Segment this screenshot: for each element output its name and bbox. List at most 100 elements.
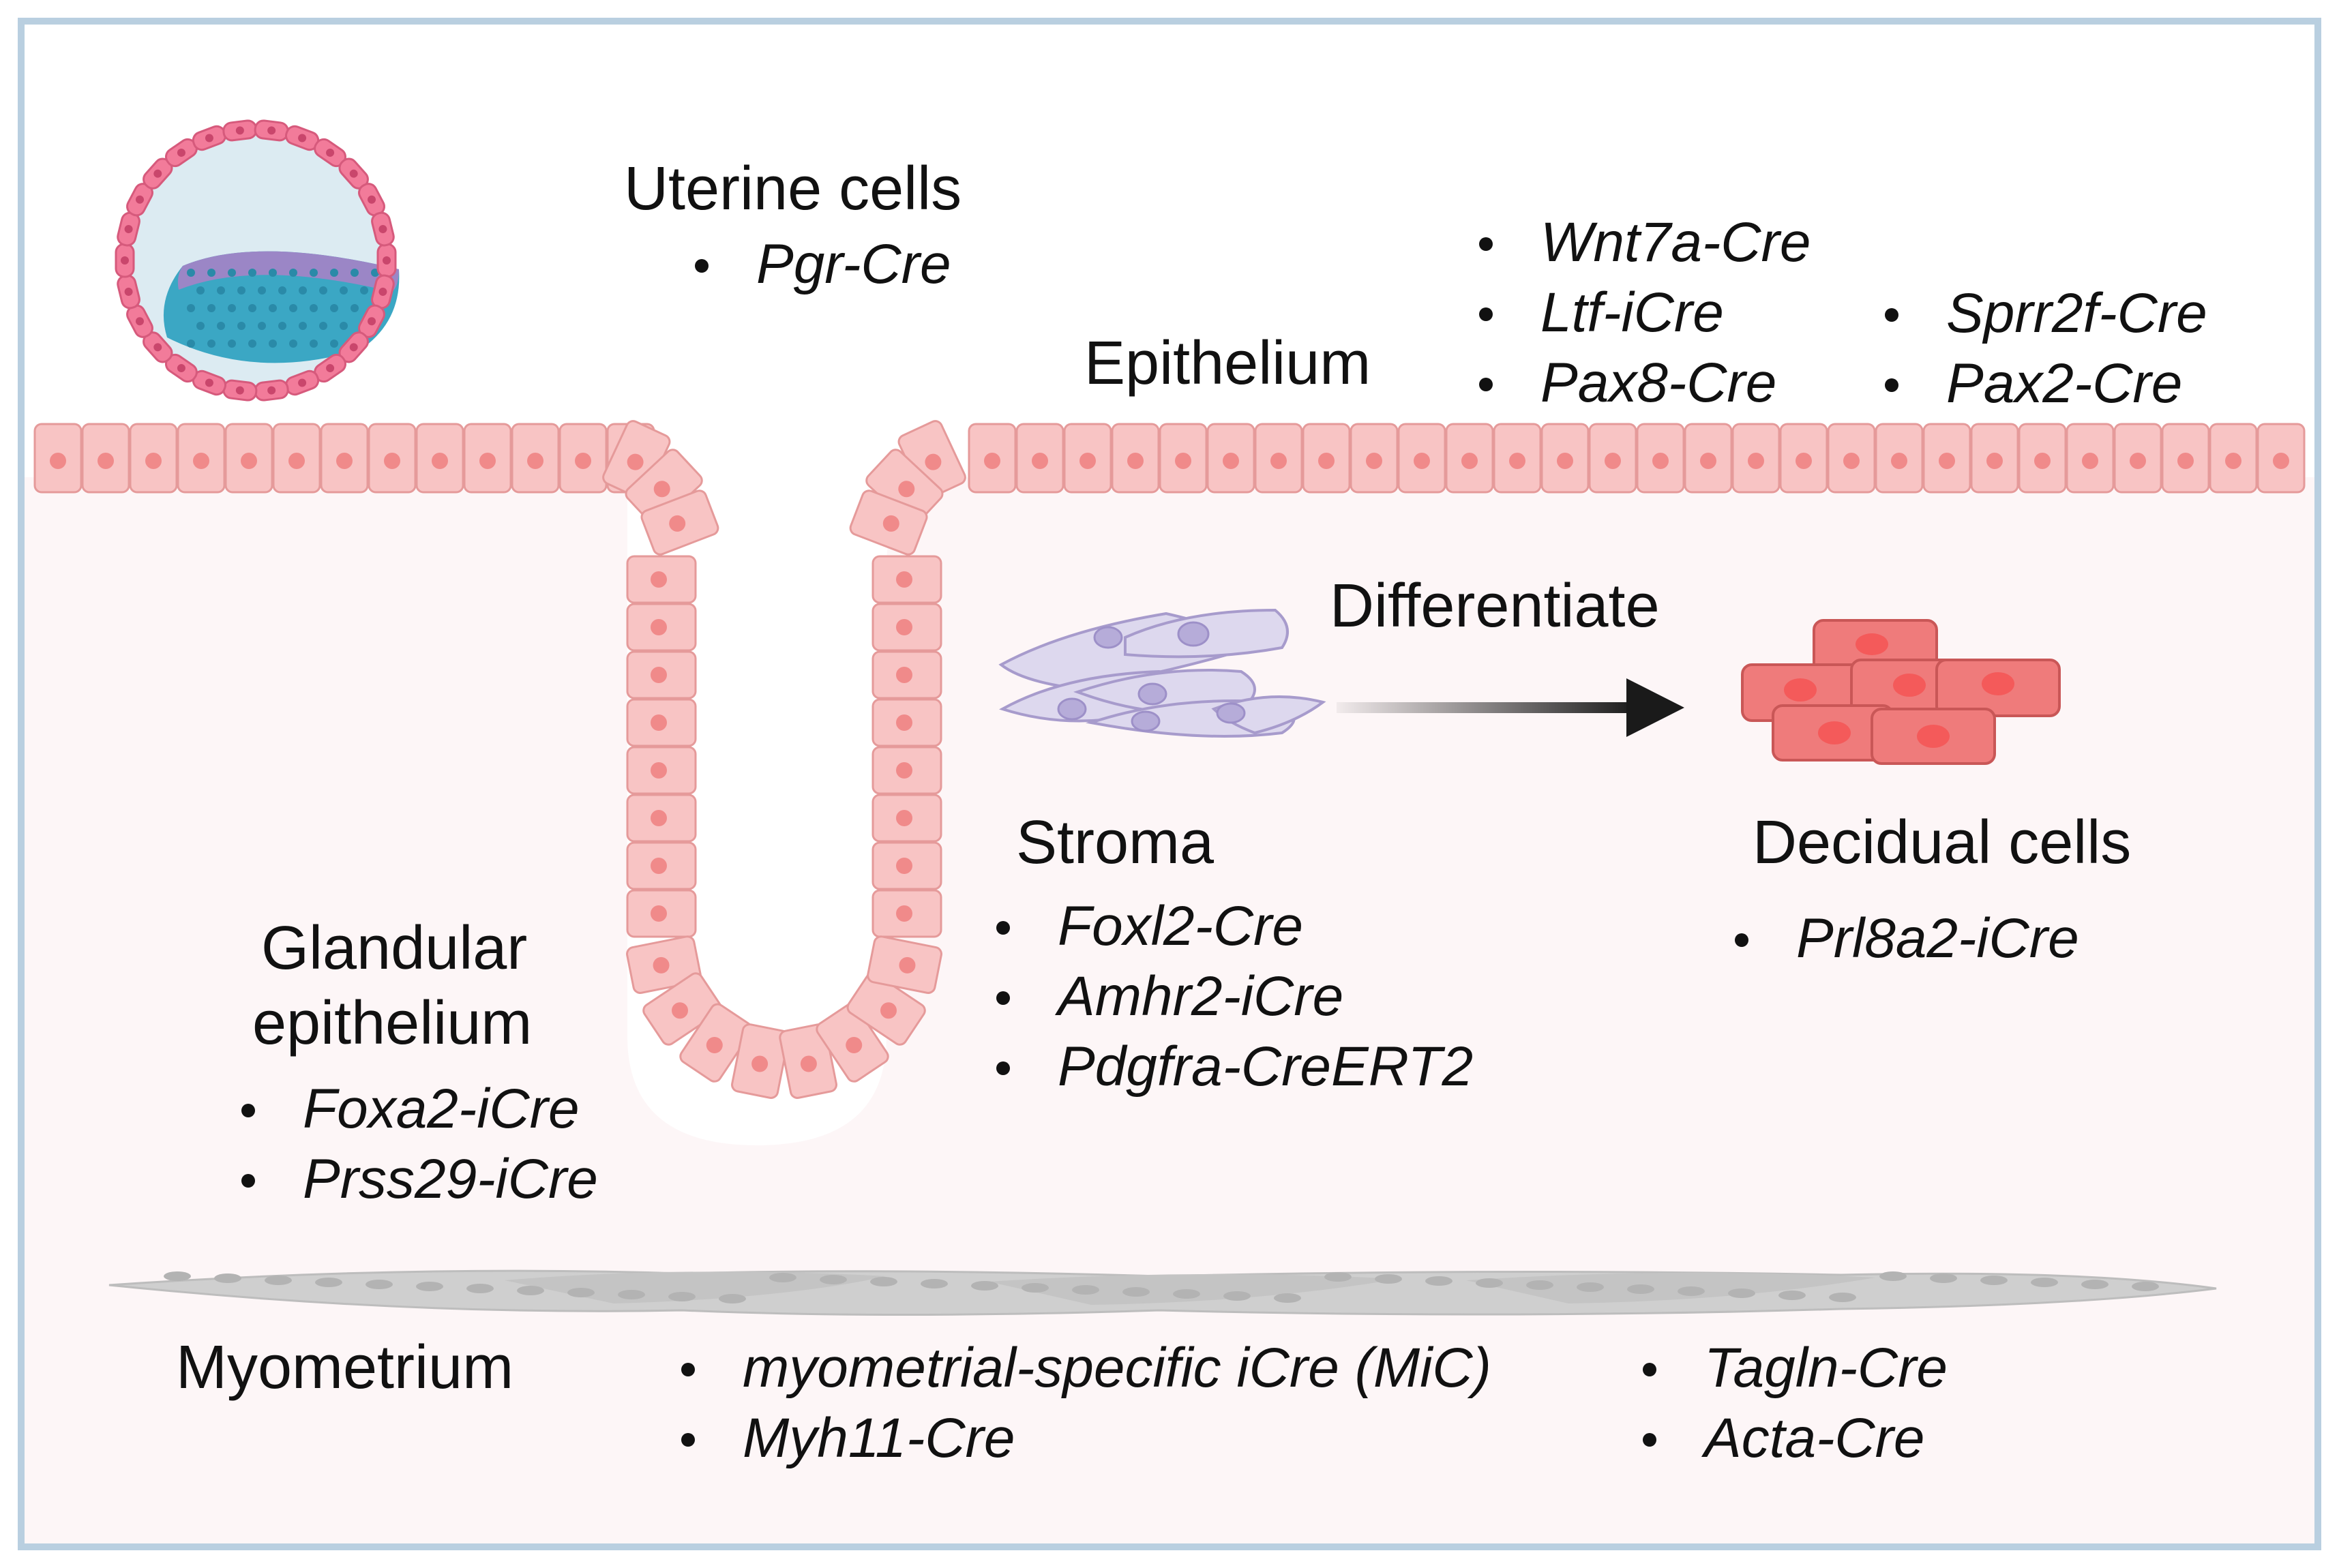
epithelial-cell bbox=[1111, 423, 1160, 494]
epithelial-cell bbox=[871, 555, 942, 604]
epithelial-cell bbox=[626, 650, 697, 699]
differentiate-label: Differentiate bbox=[1330, 572, 1660, 640]
epithelial-cell bbox=[867, 935, 942, 994]
glandular-heading-line1: Glandular bbox=[261, 914, 528, 982]
epithelial-cell bbox=[626, 746, 697, 795]
epithelial-cell bbox=[1493, 423, 1542, 494]
stroma-marker-list: Foxl2-Cre Amhr2-iCre Pdgfra-CreERT2 bbox=[987, 891, 1473, 1102]
marker-item: Pgr-Cre bbox=[685, 229, 951, 299]
epithelial-cell bbox=[1254, 423, 1303, 494]
marker-item: Foxl2-Cre bbox=[987, 891, 1473, 961]
decidual-cells-heading: Decidual cells bbox=[1753, 809, 2132, 877]
myometrium-marker-list: myometrial-specific iCre (MiC) Myh11-Cre bbox=[672, 1333, 1491, 1473]
epithelial-cell bbox=[871, 603, 942, 652]
epithelial-cell bbox=[2209, 423, 2258, 494]
epithelial-cell bbox=[1015, 423, 1064, 494]
epithelial-cell bbox=[968, 423, 1017, 494]
epithelial-cell bbox=[642, 972, 722, 1046]
epithelial-cell bbox=[640, 489, 719, 556]
marker-item: Sprr2f-Cre bbox=[1875, 278, 2207, 348]
epithelial-cell bbox=[1779, 423, 1828, 494]
epithelial-cell bbox=[320, 423, 369, 494]
epithelial-cell bbox=[846, 972, 926, 1046]
marker-item: Prss29-iCre bbox=[232, 1144, 598, 1214]
epithelial-cell bbox=[1063, 423, 1112, 494]
epithelial-cell bbox=[1875, 423, 1924, 494]
stromal-cells-illustration bbox=[998, 608, 1326, 738]
epithelial-cell bbox=[1922, 423, 1971, 494]
glandular-marker-list: Foxa2-iCre Prss29-iCre bbox=[232, 1074, 598, 1214]
epithelial-cell bbox=[558, 423, 608, 494]
uterine-marker-list: Pgr-Cre bbox=[685, 229, 951, 299]
epithelial-cell bbox=[1731, 423, 1781, 494]
epithelial-cell bbox=[626, 794, 697, 843]
epithelial-cell bbox=[871, 650, 942, 699]
epithelial-cell bbox=[849, 489, 928, 556]
epithelial-cell bbox=[1350, 423, 1399, 494]
epithelial-cell bbox=[2066, 423, 2115, 494]
marker-item: Prl8a2-iCre bbox=[1725, 903, 2079, 974]
marker-item: Foxa2-iCre bbox=[232, 1074, 598, 1144]
marker-item: Wnt7a-Cre bbox=[1470, 207, 1811, 277]
epithelium-heading: Epithelium bbox=[1084, 329, 1371, 397]
epithelium-marker-list: Wnt7a-Cre Ltf-iCre Pax8-Cre bbox=[1470, 207, 1811, 418]
epithelial-cell bbox=[81, 423, 130, 494]
epithelial-cell bbox=[224, 423, 273, 494]
epithelial-cell bbox=[626, 889, 697, 938]
epithelial-cell bbox=[177, 423, 226, 494]
epithelial-cell bbox=[626, 698, 697, 747]
epithelial-cell bbox=[679, 1003, 753, 1083]
epithelial-cell bbox=[1159, 423, 1208, 494]
epithelial-cell bbox=[626, 935, 702, 994]
epithelial-cell bbox=[779, 1023, 837, 1099]
marker-item: Acta-Cre bbox=[1633, 1403, 1948, 1473]
epithelial-cell bbox=[1206, 423, 1255, 494]
myometrium-band bbox=[108, 1269, 2217, 1316]
epithelial-cell bbox=[2256, 423, 2306, 494]
epithelial-cell bbox=[816, 1003, 889, 1083]
epithelial-cell bbox=[626, 603, 697, 652]
myometrium-marker-list-2: Tagln-Cre Acta-Cre bbox=[1633, 1333, 1948, 1473]
epithelial-cell bbox=[626, 555, 697, 604]
epithelial-cell bbox=[871, 698, 942, 747]
epithelium-marker-list-2: Sprr2f-Cre Pax2-Cre bbox=[1875, 278, 2207, 419]
differentiate-arrow bbox=[1337, 678, 1684, 737]
marker-item: Pax8-Cre bbox=[1470, 348, 1811, 418]
marker-item: Pax2-Cre bbox=[1875, 348, 2207, 419]
epithelial-cell bbox=[871, 746, 942, 795]
marker-item: Pdgfra-CreERT2 bbox=[987, 1031, 1473, 1102]
epithelial-cell bbox=[871, 794, 942, 843]
marker-item: Ltf-iCre bbox=[1470, 277, 1811, 348]
epithelial-cell bbox=[871, 889, 942, 938]
marker-item: Amhr2-iCre bbox=[987, 961, 1473, 1031]
epithelial-cell bbox=[1540, 423, 1590, 494]
marker-item: myometrial-specific iCre (MiC) bbox=[672, 1333, 1491, 1403]
epithelial-cell-layer bbox=[33, 420, 2306, 1099]
epithelial-cell bbox=[1445, 423, 1494, 494]
epithelial-cell bbox=[1397, 423, 1446, 494]
epithelial-cell bbox=[129, 423, 178, 494]
epithelial-cell bbox=[1588, 423, 1637, 494]
epithelial-cell bbox=[1827, 423, 1876, 494]
epithelial-cell bbox=[2018, 423, 2067, 494]
epithelial-cell bbox=[731, 1023, 790, 1099]
blastocyst-illustration bbox=[115, 119, 400, 402]
epithelial-cell bbox=[871, 841, 942, 890]
epithelial-cell bbox=[626, 841, 697, 890]
epithelial-cell bbox=[1636, 423, 1685, 494]
decidual-cells-illustration bbox=[1741, 619, 2061, 765]
decidual-marker-list: Prl8a2-iCre bbox=[1725, 903, 2079, 974]
epithelial-cell bbox=[2161, 423, 2210, 494]
epithelial-cell bbox=[511, 423, 560, 494]
epithelial-cell bbox=[415, 423, 464, 494]
epithelial-cell bbox=[463, 423, 512, 494]
epithelial-cell bbox=[33, 423, 83, 494]
epithelial-cell bbox=[368, 423, 417, 494]
epithelial-cell bbox=[1684, 423, 1733, 494]
marker-item: Myh11-Cre bbox=[672, 1403, 1491, 1473]
epithelial-cell bbox=[1302, 423, 1351, 494]
stroma-heading: Stroma bbox=[1016, 809, 1215, 877]
myometrium-heading: Myometrium bbox=[176, 1333, 514, 1402]
uterine-cells-heading: Uterine cells bbox=[624, 155, 962, 223]
